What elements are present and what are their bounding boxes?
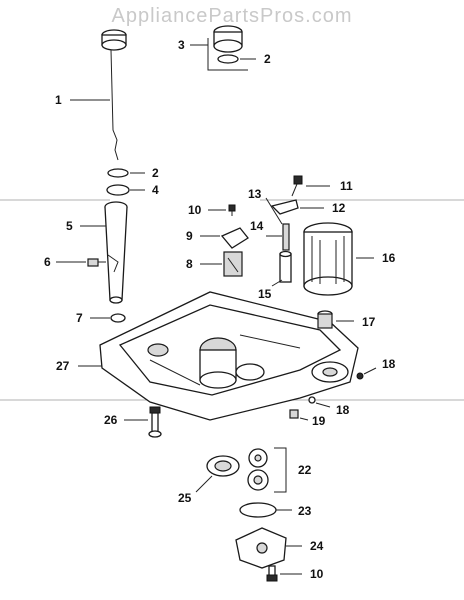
callout-14: 14 (250, 219, 264, 233)
bracket-part[interactable] (270, 199, 299, 215)
leader-19 (299, 417, 309, 421)
callout-23: 23 (298, 504, 312, 518)
callout-2a: 2 (152, 166, 159, 180)
leader-18b (315, 402, 331, 408)
callout-24: 24 (310, 539, 324, 553)
seal-ring-part[interactable] (106, 184, 130, 196)
pan-bolt-part[interactable] (148, 406, 162, 438)
oil-seal-part[interactable] (206, 455, 240, 477)
callout-5: 5 (66, 219, 73, 233)
bracket-3 (207, 38, 248, 71)
breather-cover-part[interactable] (220, 227, 249, 249)
plug-part[interactable] (356, 372, 364, 380)
callout-4: 4 (152, 183, 159, 197)
callout-22: 22 (298, 463, 312, 477)
callout-12: 12 (332, 201, 346, 215)
filter-nipple-part[interactable] (317, 310, 333, 329)
callout-11: 11 (340, 179, 353, 193)
dipstick-part[interactable] (101, 29, 127, 161)
bolt-part[interactable] (291, 175, 303, 197)
tube-o-ring-part[interactable] (110, 313, 126, 323)
oil-pump-gears-part[interactable] (247, 448, 269, 491)
plug-part-2[interactable] (308, 396, 316, 404)
guide-pin-part[interactable] (279, 250, 292, 283)
callout-8: 8 (186, 257, 193, 271)
callout-13: 13 (248, 187, 262, 201)
breather-filter-part[interactable] (223, 251, 243, 277)
callout-18a: 18 (382, 357, 396, 371)
small-screw-part[interactable] (228, 204, 236, 216)
callout-10a: 10 (188, 203, 202, 217)
callout-1: 1 (55, 93, 62, 107)
callout-19: 19 (312, 414, 326, 428)
pump-cover-part[interactable] (235, 527, 287, 569)
o-ring-part[interactable] (107, 168, 129, 178)
callout-27: 27 (56, 359, 70, 373)
callout-2b: 2 (264, 52, 271, 66)
pump-o-ring-part[interactable] (239, 502, 277, 518)
cap-o-ring-part[interactable] (217, 54, 239, 64)
callout-16: 16 (382, 251, 396, 265)
callout-3: 3 (178, 38, 185, 52)
watermark-text: AppliancePartsPros.com (112, 5, 353, 27)
pipe-plug-part[interactable] (289, 409, 299, 419)
callout-25: 25 (178, 491, 192, 505)
oil-fill-tube-part[interactable] (104, 201, 128, 304)
callout-10b: 10 (310, 567, 324, 581)
oil-fill-cap-part[interactable] (213, 25, 243, 53)
leader-15 (271, 279, 283, 287)
leader-13 (265, 197, 283, 225)
callout-26: 26 (104, 413, 118, 427)
screw-part[interactable] (87, 258, 106, 267)
cover-screw-part[interactable] (266, 565, 278, 582)
callout-7: 7 (76, 311, 83, 325)
oil-pan-part[interactable] (99, 291, 359, 421)
callout-9: 9 (186, 229, 193, 243)
bracket-22 (274, 447, 287, 493)
leader-18a (363, 367, 377, 375)
callout-6: 6 (44, 255, 51, 269)
oil-filter-part[interactable] (303, 222, 353, 296)
callout-15: 15 (258, 287, 272, 301)
spring-part[interactable] (282, 223, 290, 251)
callout-17: 17 (362, 315, 376, 329)
leader-25 (195, 475, 213, 493)
callout-18b: 18 (336, 403, 350, 417)
